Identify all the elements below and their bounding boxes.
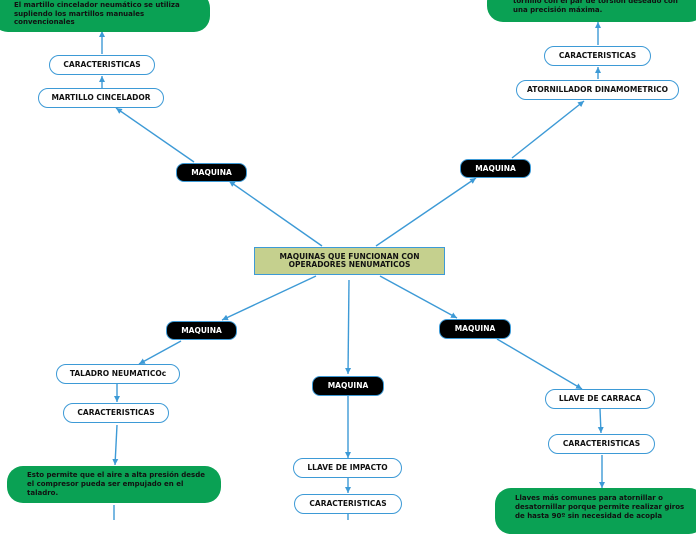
characteristics-node-llave-impacto[interactable]: CARACTERISTICAS xyxy=(294,494,402,514)
description-node-llave-carraca[interactable]: Llaves más comunes para atornillar o des… xyxy=(495,488,696,534)
tool-label: ATORNILLADOR DINAMOMETRICO xyxy=(527,85,668,95)
description-text-martillo: El martillo cincelador neumático se util… xyxy=(14,0,180,27)
machine-node-2[interactable]: MAQUINA xyxy=(460,159,531,178)
machine-label: MAQUINA xyxy=(181,325,222,335)
machine-label: MAQUINA xyxy=(327,381,369,391)
link-machine-3-tool xyxy=(138,340,182,365)
characteristics-label: CARACTERISTICAS xyxy=(77,408,155,418)
tool-node-atornillador-dinamometrico[interactable]: ATORNILLADOR DINAMOMETRICO xyxy=(516,80,679,100)
machine-label: MAQUINA xyxy=(475,163,516,173)
tool-node-llave-de-carraca[interactable]: LLAVE DE CARRACA xyxy=(545,389,655,409)
tool-label: LLAVE DE IMPACTO xyxy=(307,463,388,473)
link-machine-1-tool xyxy=(115,107,195,163)
tool-node-taladro-neumatico[interactable]: TALADRO NEUMATICOc xyxy=(56,364,180,384)
description-text-llave-carraca: Llaves más comunes para atornillar o des… xyxy=(515,494,685,520)
machine-label: MAQUINA xyxy=(191,167,232,177)
characteristics-label: CARACTERISTICAS xyxy=(63,60,141,70)
tool-label: TALADRO NEUMATICOc xyxy=(69,369,167,379)
link-machine-5-tool xyxy=(496,338,583,390)
description-text-taladro: Esto permite que el aire a alta presión … xyxy=(27,471,205,497)
characteristics-label: CARACTERISTICAS xyxy=(562,439,641,449)
description-text-atornillador: tornillo con el par de torsión deseado c… xyxy=(513,0,678,14)
link-tool-5-char xyxy=(597,408,604,434)
characteristics-label: CARACTERISTICAS xyxy=(558,51,637,61)
tool-label: MARTILLO CINCELADOR xyxy=(51,93,151,103)
machine-label: MAQUINA xyxy=(454,324,496,334)
root-node[interactable]: MAQUINAS QUE FUNCIONAN CON OPERADORES NE… xyxy=(254,247,445,275)
characteristics-node-llave-carraca[interactable]: CARACTERISTICAS xyxy=(548,434,655,454)
link-root-machine-5 xyxy=(379,275,458,319)
root-label: MAQUINAS QUE FUNCIONAN CON OPERADORES NE… xyxy=(279,252,420,269)
description-node-atornillador[interactable]: tornillo con el par de torsión deseado c… xyxy=(487,0,696,22)
link-root-machine-1 xyxy=(228,180,323,247)
tool-node-martillo-cincelador[interactable]: MARTILLO CINCELADOR xyxy=(38,88,164,108)
description-node-taladro[interactable]: Esto permite que el aire a alta presión … xyxy=(7,466,221,503)
characteristics-node-taladro[interactable]: CARACTERISTICAS xyxy=(63,403,169,423)
link-machine-2-tool xyxy=(511,100,585,159)
link-root-machine-4 xyxy=(345,279,352,375)
machine-node-5[interactable]: MAQUINA xyxy=(439,319,511,339)
tool-label: LLAVE DE CARRACA xyxy=(558,394,642,404)
link-root-machine-2 xyxy=(375,177,477,247)
description-node-martillo[interactable]: El martillo cincelador neumático se util… xyxy=(0,0,210,32)
tool-node-llave-de-impacto[interactable]: LLAVE DE IMPACTO xyxy=(293,458,402,478)
characteristics-node-atornillador[interactable]: CARACTERISTICAS xyxy=(544,46,651,66)
characteristics-node-martillo[interactable]: CARACTERISTICAS xyxy=(49,55,155,75)
link-root-machine-3 xyxy=(221,275,317,321)
connector-lines xyxy=(99,22,605,520)
machine-node-1[interactable]: MAQUINA xyxy=(176,163,247,182)
characteristics-label: CARACTERISTICAS xyxy=(309,499,387,509)
machine-node-4[interactable]: MAQUINA xyxy=(312,376,384,396)
link-char-3-desc xyxy=(112,424,119,466)
machine-node-3[interactable]: MAQUINA xyxy=(166,321,237,340)
